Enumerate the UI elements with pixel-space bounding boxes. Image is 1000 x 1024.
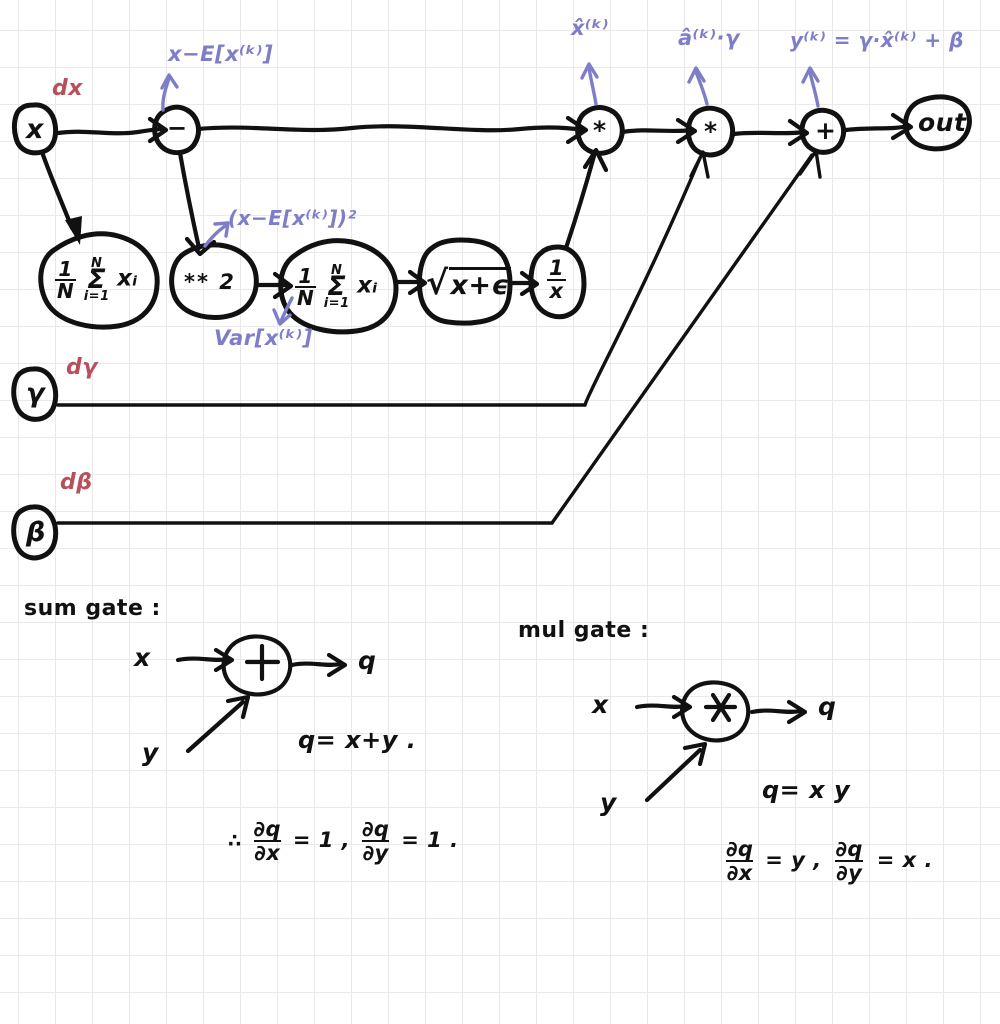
sqrt-operand: x+ϵ (448, 267, 512, 301)
mul-gate-input-x: x (592, 690, 609, 719)
edge-recip-to-mul1 (563, 147, 609, 251)
gradient-label-dgamma: dγ (66, 355, 98, 380)
edge-x-to-mean1 (39, 149, 82, 245)
mul-gate-equation: q= x y (762, 776, 851, 804)
sigma-glyph: Σ (327, 271, 347, 303)
sum-gate-arrow-out (289, 652, 348, 678)
node-shape-mul-2 (685, 105, 735, 158)
edge-beta-to-plus (56, 149, 822, 525)
sum-gate-arrow-y (185, 694, 251, 754)
mean-1-sigma: N Σ i=1 (83, 256, 110, 304)
mul-gate-derivatives: ∂q ∂x = y , ∂q ∂y = x . (722, 838, 933, 884)
node-shape-sqrt-eps (416, 237, 513, 326)
edge-plus-to-out (843, 112, 914, 141)
node-shape-mul-1 (575, 105, 625, 156)
mean-1-fraction: 1 N (55, 256, 77, 303)
node-label-mean-1: 1 N N Σ i=1 xᵢ (55, 256, 138, 304)
node-shape-pow2 (169, 242, 259, 320)
sum-gate-partial-qy: ∂q ∂y (361, 817, 390, 866)
node-label-mul-1: * (593, 116, 607, 145)
sum-gate-partial-qy-value: = 1 . (401, 828, 459, 853)
recip-fraction: 1 x (547, 256, 567, 303)
sum-gate-arrow-x (175, 647, 235, 673)
mul-gate-partial-qx: ∂q ∂x (726, 837, 754, 886)
annotation-squared-diff: (x−E[x⁽ᵏ⁾])² (228, 206, 357, 230)
mul-gate-arrow-y (644, 741, 708, 803)
node-label-minus: − (167, 114, 188, 142)
annotation-arrow-centered (160, 73, 179, 112)
node-shape-gamma-input (11, 366, 59, 422)
mul-gate-partial-qy-value: = x . (876, 848, 934, 873)
node-label-pow2: ** 2 (184, 270, 236, 294)
mul-gate-output-q: q (818, 692, 837, 721)
sum-gate-output-q: q (358, 646, 377, 675)
sum-gate-heading: sum gate : (24, 596, 161, 621)
annotation-output-equation: y⁽ᵏ⁾ = γ·x̂⁽ᵏ⁾ + β (790, 28, 964, 52)
sum-gate-derivatives: ∴ ∂q ∂x = 1 , ∂q ∂y = 1 . (228, 818, 459, 864)
mean-2-fraction: 1 N (295, 263, 317, 310)
sum-gate-equation: q= x+y . (298, 726, 417, 754)
annotation-arrow-xhat (580, 62, 599, 106)
annotation-xhat: x̂⁽ᵏ⁾ (571, 16, 609, 40)
node-label-x: x (26, 114, 44, 145)
therefore-symbol: ∴ (228, 830, 242, 853)
edge-minus-to-mul1 (195, 115, 589, 145)
edge-mul2-to-plus (731, 118, 810, 147)
annotation-arrow-sqdiff (203, 221, 230, 248)
mul-gate-circle (680, 680, 751, 743)
node-label-mul-2: * (704, 117, 718, 146)
annotation-arrow-xhat-gamma (687, 66, 709, 106)
node-label-sqrt-eps: √x+ϵ (426, 263, 512, 302)
node-shape-beta-input (11, 504, 59, 561)
mul-gate-input-y: y (600, 788, 617, 817)
sigma-glyph: Σ (87, 264, 107, 296)
annotation-centered: x−E[x⁽ᵏ⁾] (168, 42, 274, 66)
gradient-label-dx: dx (52, 76, 83, 101)
mul-gate-arrow-x (634, 694, 693, 720)
edge-sqrt-to-recip (509, 270, 540, 297)
edge-mean2-to-sqrt (395, 269, 428, 296)
mul-gate-heading: mul gate : (518, 618, 650, 643)
sqrt-glyph: √ (426, 263, 449, 302)
node-label-beta: β (26, 517, 46, 548)
mul-gate-arrow-out (749, 699, 808, 725)
annotation-arrow-output (801, 66, 820, 108)
sum-gate-partial-qx: ∂q ∂x (253, 817, 282, 866)
node-label-gamma: γ (26, 378, 45, 409)
node-shape-recip (528, 244, 587, 320)
mean-2-operand: xᵢ (357, 272, 378, 299)
edge-pow2-to-mean2 (255, 271, 294, 300)
node-label-out: out (918, 108, 967, 137)
edge-gamma-to-mul2 (56, 150, 710, 407)
mul-gate-partial-qx-value: = y , (765, 848, 822, 873)
annotation-variance: Var[x⁽ᵏ⁾] (214, 326, 313, 350)
gradient-label-dbeta: dβ (60, 470, 93, 495)
annotation-xhat-gamma: â⁽ᵏ⁾·γ (678, 26, 740, 50)
mean-1-operand: xᵢ (117, 265, 138, 292)
sum-gate-partial-qx-value: = 1 , (292, 828, 351, 853)
node-shape-mean-1 (38, 231, 160, 330)
sum-gate-input-y: y (142, 738, 159, 767)
node-label-mean-2: 1 N N Σ i=1 xᵢ (295, 263, 378, 311)
node-label-recip: 1 x (547, 256, 567, 303)
mean-2-sigma: N Σ i=1 (323, 263, 350, 311)
node-label-plus: + (815, 116, 837, 145)
node-shape-x-input (11, 102, 59, 156)
annotation-arrow-variance (272, 296, 294, 326)
edge-minus-to-pow2 (177, 150, 217, 257)
sum-gate-circle (221, 634, 293, 697)
edge-mul1-to-mul2 (619, 117, 698, 145)
sum-gate-input-x: x (134, 643, 151, 672)
edge-x-to-minus (55, 116, 169, 144)
mul-gate-partial-qy: ∂q ∂y (835, 837, 863, 886)
